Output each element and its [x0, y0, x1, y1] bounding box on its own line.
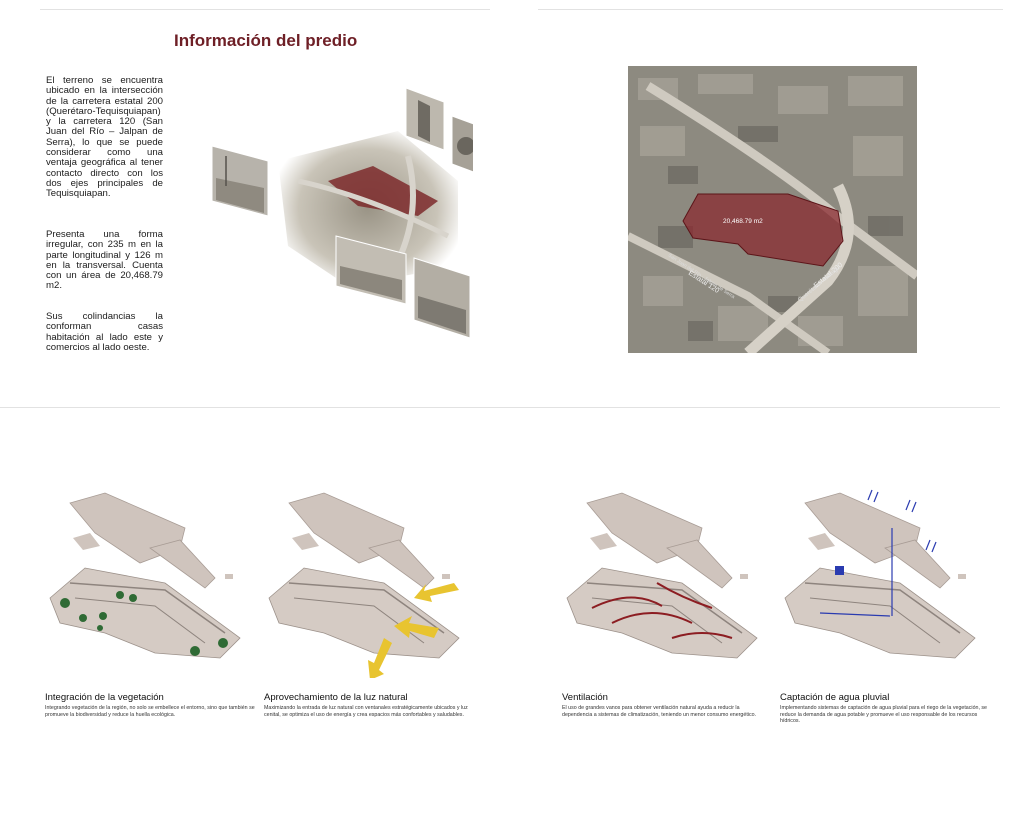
diagram-vegetacion-drawing — [49, 492, 241, 659]
diagram-vegetacion — [45, 488, 245, 668]
collage-photo-3 — [451, 115, 491, 179]
water-tank — [835, 566, 844, 575]
rain-icon — [819, 489, 937, 617]
diagram-agua-drawing — [784, 489, 976, 659]
collage-photo-5 — [413, 257, 471, 339]
diagram-ventilacion-drawing — [566, 492, 758, 659]
description-paragraph-1: El terreno se encuentra ubicado en la in… — [46, 75, 163, 200]
diagram-luz-drawing — [268, 492, 460, 680]
aerial-map-drawing: 20,468.79 m2 Estatal 120 San Juan del Rí… — [628, 66, 917, 353]
base-plate — [49, 567, 241, 659]
sun-arrow-icon — [368, 583, 459, 680]
diagram-agua-pluvial — [780, 488, 980, 668]
road-200 — [744, 183, 854, 353]
area-label: 20,468.79 m2 — [723, 218, 763, 225]
caption-title-vegetacion: Integración de la vegetación — [45, 692, 164, 703]
roof-plate — [69, 492, 233, 589]
caption-text-vegetacion: Integrando vegetación de la región, no s… — [45, 705, 255, 718]
caption-title-agua-pluvial: Captación de agua pluvial — [780, 692, 890, 703]
caption-title-luz-natural: Aprovechamiento de la luz natural — [264, 692, 408, 703]
wind-arrow-icon — [591, 582, 733, 639]
collage-photo-1 — [211, 145, 269, 217]
caption-text-luz-natural: Maximizando la entrada de luz natural co… — [264, 705, 468, 718]
caption-title-ventilacion: Ventilación — [562, 692, 608, 703]
caption-text-ventilacion: El uso de grandes vanos para obtener ven… — [562, 705, 757, 718]
middle-rule — [0, 407, 1000, 408]
caption-text-agua-pluvial: Implementando sistemas de captación de a… — [780, 705, 988, 725]
top-rule-right — [538, 9, 1003, 10]
description-paragraph-3: Sus colindancias la conforman casas habi… — [46, 311, 163, 353]
site-photo-collage — [208, 86, 491, 340]
top-rule-left — [40, 9, 490, 10]
collage-photo-2 — [405, 87, 445, 151]
page-title: Información del predio — [174, 31, 358, 50]
diagram-luz-natural — [264, 488, 464, 680]
collage-photo-4 — [335, 235, 407, 305]
site-lot — [682, 193, 844, 267]
description-paragraph-2: Presenta una forma irregular, con 235 m … — [46, 229, 163, 292]
aerial-site-map: 20,468.79 m2 Estatal 120 San Juan del Rí… — [628, 66, 917, 353]
tree-icon — [60, 591, 228, 656]
collage-drawing — [211, 87, 491, 339]
diagram-ventilacion — [562, 488, 762, 668]
